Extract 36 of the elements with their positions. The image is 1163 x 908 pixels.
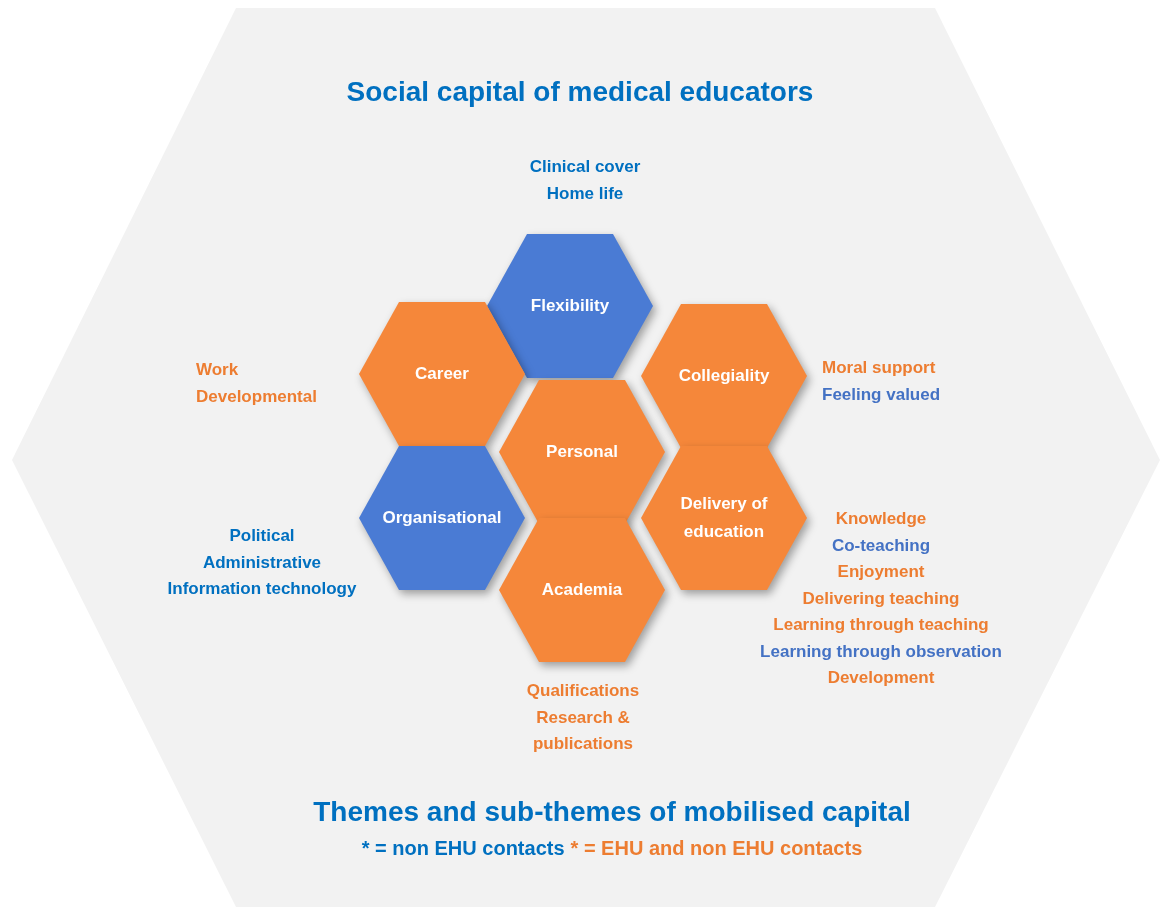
theme-label: Academia: [541, 579, 623, 601]
title: Social capital of medical educators: [345, 75, 815, 109]
sub-theme-label: Knowledge: [835, 508, 927, 530]
theme-label: Flexibility: [530, 295, 610, 317]
sub-theme-label: Work: [196, 359, 239, 381]
hexagon: [359, 302, 525, 446]
hexagon: [499, 518, 665, 662]
legend-entry: * = EHU and non EHU contacts: [570, 836, 863, 861]
sub-theme-label: Developmental: [196, 385, 317, 408]
sub-theme-label: Feeling valued: [822, 383, 941, 406]
theme-label: Organisational: [382, 507, 502, 529]
caption: Themes and sub-themes of mobilised capital: [312, 795, 912, 829]
hexagon: [499, 380, 665, 524]
sub-theme-label: Political: [229, 525, 295, 547]
sub-theme-label: Learning through teaching: [773, 614, 989, 636]
legend-entry: * = non EHU contacts: [361, 836, 565, 861]
sub-theme-label: Development: [827, 667, 935, 689]
sub-theme-label: Qualifications: [526, 680, 640, 702]
sub-theme-label: Clinical cover: [529, 156, 641, 178]
sub-theme-label: Moral support: [822, 357, 936, 379]
theme-label: Personal: [546, 441, 618, 463]
theme-label: Delivery of education: [679, 493, 769, 543]
sub-theme-label: Delivering teaching: [802, 587, 960, 610]
sub-theme-label: Information technology: [167, 578, 357, 600]
hexagon: [641, 304, 807, 448]
hexagon: [487, 234, 653, 378]
theme-label: Collegiality: [678, 365, 770, 387]
theme-label: Career: [415, 363, 469, 385]
hexagon: [641, 446, 807, 590]
hexagon: [359, 446, 525, 590]
sub-theme-label: Research & publications: [531, 706, 635, 755]
sub-theme-label: Learning through observation: [760, 640, 1002, 663]
sub-theme-label: Enjoyment: [837, 561, 925, 583]
sub-theme-label: Administrative: [202, 551, 322, 574]
sub-theme-label: Co-teaching: [831, 534, 931, 557]
sub-theme-label: Home life: [546, 182, 624, 205]
